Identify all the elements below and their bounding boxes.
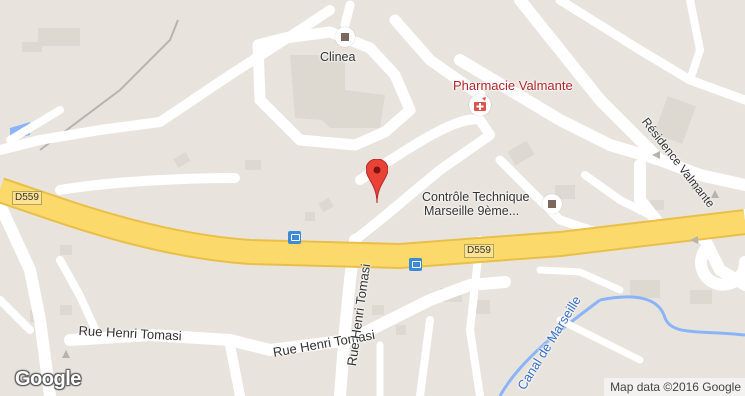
map-attribution[interactable]: Map data ©2016 Google (604, 378, 745, 396)
bus-stop-icon[interactable] (288, 231, 301, 244)
google-logo[interactable]: Google (15, 368, 81, 390)
poi-controle-label-line2[interactable]: Marseille 9ème... (424, 204, 520, 218)
canal-water-lower (498, 298, 601, 396)
canal-water (599, 295, 745, 337)
poi-controle-label-line1[interactable]: Contrôle Technique (422, 190, 530, 204)
pharmacy-cross-icon[interactable] (469, 94, 491, 116)
poi-pharmacie-label[interactable]: Pharmacie Valmante (453, 78, 573, 93)
road-shield-d559: D559 (464, 244, 494, 258)
location-pin-icon[interactable] (365, 158, 389, 208)
poi-clinea-icon[interactable] (335, 27, 355, 47)
poi-clinea-label[interactable]: Clinea (320, 50, 356, 64)
railway (39, 19, 179, 151)
bus-stop-icon[interactable] (409, 258, 422, 271)
road-shield-d559: D559 (12, 191, 42, 205)
one-way-arrows (62, 151, 719, 358)
poi-controle-icon[interactable] (542, 194, 562, 214)
